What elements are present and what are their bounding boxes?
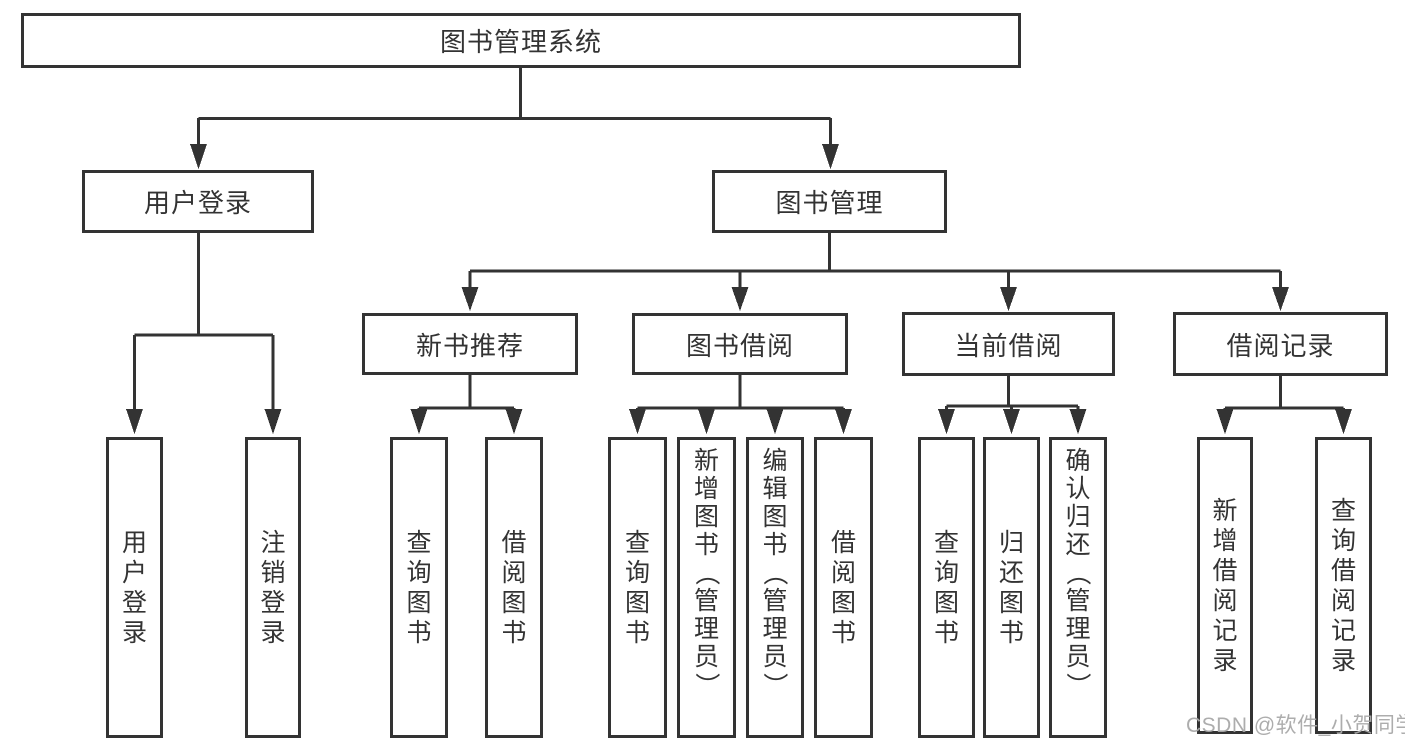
node-new-book-recommend-label: 新书推荐	[415, 330, 524, 361]
node-library-system: 图书管理系统	[21, 13, 1021, 68]
node-book-borrow-label: 图书借阅	[685, 330, 794, 361]
node-new-book-recommend: 新书推荐	[362, 313, 578, 375]
csdn-watermark: CSDN @软件_小贺同学	[1186, 714, 1405, 737]
leaf-user-login-label: 用户登录	[121, 528, 147, 647]
leaf-query-borrow-record-label: 查询借阅记录	[1330, 496, 1356, 675]
node-current-borrow: 当前借阅	[902, 312, 1115, 376]
leaf-query-books-recommend: 查询图书	[390, 437, 448, 738]
leaf-return-books: 归还图书	[983, 437, 1040, 738]
leaf-add-books-admin: 新增图书（管理员）	[677, 437, 736, 738]
leaf-borrow-books-recommend: 借阅图书	[485, 437, 543, 738]
node-user-login-group-label: 用户登录	[143, 188, 252, 218]
node-library-system-label: 图书管理系统	[439, 27, 602, 57]
leaf-add-borrow-record-label: 新增借阅记录	[1212, 496, 1238, 675]
leaf-query-books-recommend-label: 查询图书	[406, 528, 432, 647]
leaf-add-borrow-record: 新增借阅记录	[1197, 437, 1253, 734]
leaf-edit-books-admin-label: 编辑图书（管理员）	[760, 447, 789, 698]
leaf-edit-books-admin: 编辑图书（管理员）	[746, 437, 804, 738]
leaf-query-books-current-label: 查询图书	[933, 528, 959, 647]
leaf-borrow-books-recommend-label: 借阅图书	[501, 528, 527, 647]
leaf-query-books-borrow-label: 查询图书	[624, 528, 650, 647]
node-user-login-group: 用户登录	[82, 170, 314, 233]
leaf-query-books-borrow: 查询图书	[608, 437, 667, 738]
leaf-logout-label: 注销登录	[260, 528, 286, 647]
leaf-borrow-books: 借阅图书	[814, 437, 873, 738]
leaf-logout: 注销登录	[245, 437, 301, 738]
leaf-borrow-books-label: 借阅图书	[830, 528, 856, 647]
node-book-management: 图书管理	[712, 170, 947, 233]
leaf-return-books-label: 归还图书	[998, 528, 1024, 647]
leaf-query-borrow-record: 查询借阅记录	[1315, 437, 1372, 734]
leaf-confirm-return-admin-label: 确认归还（管理员）	[1063, 447, 1092, 698]
node-book-management-label: 图书管理	[775, 188, 884, 218]
leaf-confirm-return-admin: 确认归还（管理员）	[1049, 437, 1107, 738]
node-borrow-records-label: 借阅记录	[1226, 330, 1335, 361]
node-current-borrow-label: 当前借阅	[954, 330, 1063, 361]
node-borrow-records: 借阅记录	[1173, 312, 1388, 376]
leaf-add-books-admin-label: 新增图书（管理员）	[692, 447, 721, 698]
leaf-query-books-current: 查询图书	[918, 437, 975, 738]
node-book-borrow: 图书借阅	[632, 313, 848, 375]
arrowhead-icons	[126, 144, 1352, 434]
leaf-user-login: 用户登录	[106, 437, 163, 738]
